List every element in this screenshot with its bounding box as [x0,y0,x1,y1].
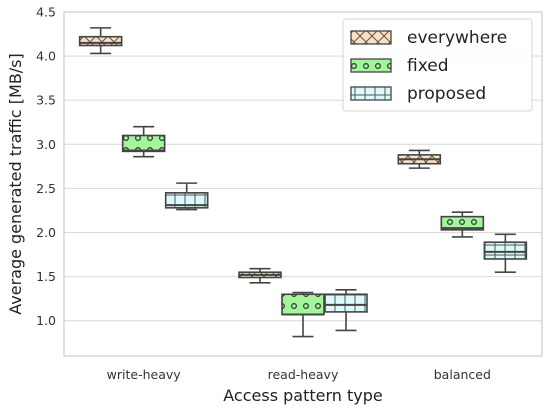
x-tick-label: balanced [434,367,491,382]
box-fixed-balanced [440,211,485,238]
box-outline [324,293,368,313]
box-hatch [165,192,208,208]
box-hatch [79,36,122,46]
box-fixed-write-heavy [121,125,166,158]
box-outline [440,215,485,231]
box-everywhere-write-heavy [78,27,123,55]
y-tick-label: 4.0 [36,49,56,64]
legend: everywhere fixed proposed [342,18,533,112]
y-tick-label: 3.5 [36,93,56,108]
legend-item-proposed: proposed [350,84,486,104]
y-tick-label: 4.5 [36,5,56,20]
x-tick-label: write-heavy [107,367,182,382]
y-tick-label: 1.0 [36,313,56,328]
y-tick-label: 3.0 [36,137,56,152]
box-outline [483,241,528,260]
box-hatch [122,135,165,152]
plot-frame [63,11,543,357]
box-hatch [282,294,324,315]
legend-label: fixed [407,56,449,76]
box-proposed-read-heavy [324,289,368,332]
box-hatch [325,294,368,312]
legend-swatch-hatch [350,30,392,45]
legend-item-fixed: fixed [350,56,449,76]
box-outline [78,35,123,47]
x-tick-label: read-heavy [268,367,339,382]
legend-swatch-hatch [350,58,392,73]
box-everywhere-balanced [397,149,442,169]
box-hatch [484,242,527,259]
box-hatch [441,216,484,230]
y-tick-label: 1.5 [36,269,56,284]
y-tick-label: 2.0 [36,225,56,240]
legend-label: everywhere [407,28,507,48]
box-proposed-write-heavy [164,182,209,211]
box-fixed-read-heavy [281,291,325,338]
x-axis-title: Access pattern type [223,386,382,405]
y-tick-labels: 1.0 1.5 2.0 2.5 3.0 3.5 4.0 4.5 [36,5,56,329]
y-tick-label: 2.5 [36,181,56,196]
y-axis-title: Average generated traffic [MB/s] [6,53,25,315]
box-proposed-balanced [483,233,528,274]
legend-item-everywhere: everywhere [350,28,507,48]
box-outline [164,192,209,209]
box-everywhere-read-heavy [238,267,282,284]
legend-label: proposed [407,84,486,104]
legend-swatch-hatch [350,86,392,101]
box-series [78,27,528,338]
x-tick-labels: write-heavy read-heavy balanced [107,367,491,382]
